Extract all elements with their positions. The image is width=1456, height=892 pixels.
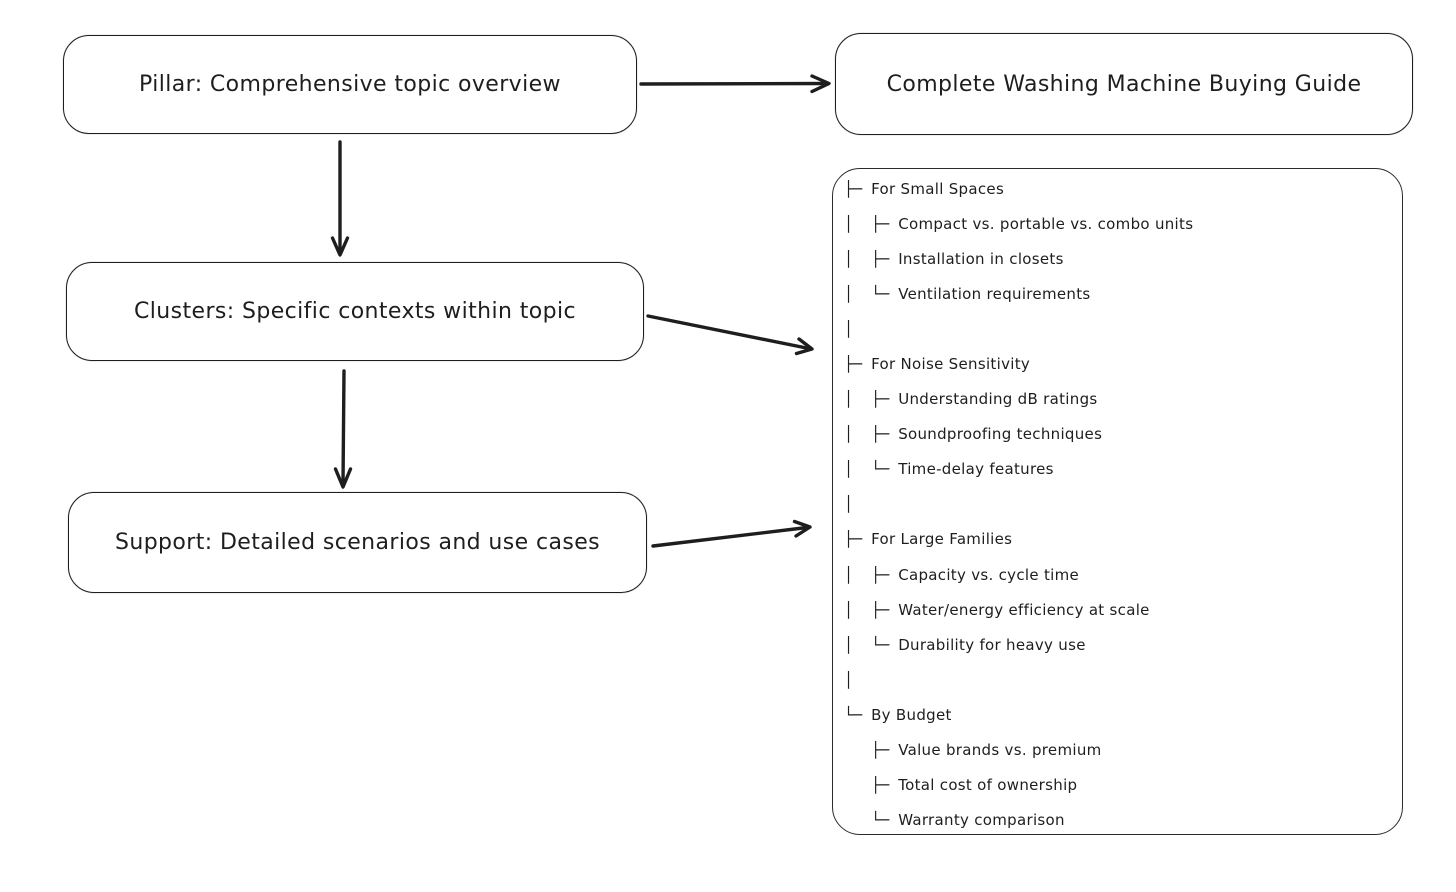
node-support-label: Support: Detailed scenarios and use case…	[114, 530, 601, 555]
tree-branch-glyph: │	[844, 319, 854, 338]
tree-branch-glyph: ├─	[844, 776, 899, 795]
node-buying-guide: Complete Washing Machine Buying Guide	[835, 33, 1413, 135]
arrow-support-to-tree-icon	[651, 519, 812, 548]
tree-item: └─ Warranty comparison	[844, 811, 1065, 830]
node-support: Support: Detailed scenarios and use case…	[68, 492, 647, 593]
tree-item: │ ├─ Water/energy efficiency at scale	[844, 600, 1150, 619]
tree-item: ├─ For Noise Sensitivity	[844, 355, 1031, 374]
tree-item: └─ By Budget	[844, 705, 952, 724]
tree-outline-box: ├─ For Small Spaces │ ├─ Compact vs. por…	[832, 168, 1403, 835]
tree-item: │ ├─ Understanding dB ratings	[844, 390, 1098, 409]
tree-branch-glyph: │ └─	[844, 460, 899, 479]
tree-branch-glyph: ├─	[844, 741, 899, 760]
node-pillar-label: Pillar: Comprehensive topic overview	[139, 72, 561, 97]
tree-item: │ └─ Time-delay features	[844, 460, 1054, 479]
tree-branch-glyph: ├─	[844, 530, 872, 549]
arrow-pillar-to-clusters-icon	[330, 140, 350, 257]
tree-branch-glyph: │ └─	[844, 635, 899, 654]
node-buying-guide-label: Complete Washing Machine Buying Guide	[886, 71, 1362, 97]
tree-branch-glyph: │ ├─	[844, 565, 899, 584]
tree-branch-glyph: │ ├─	[844, 425, 899, 444]
node-clusters-label: Clusters: Specific contexts within topic	[134, 299, 576, 324]
arrow-clusters-to-support-icon	[333, 369, 353, 489]
tree-branch-glyph: └─	[844, 811, 899, 830]
tree-item: ├─ Value brands vs. premium	[844, 741, 1102, 760]
tree-item: │ ├─ Compact vs. portable vs. combo unit…	[844, 214, 1194, 233]
arrow-pillar-to-guide-icon	[639, 74, 831, 94]
arrow-clusters-to-tree-icon	[646, 314, 814, 356]
tree-item: │ ├─ Installation in closets	[844, 249, 1064, 268]
tree-branch-glyph: │	[844, 495, 854, 514]
tree-item: ├─ For Small Spaces	[844, 179, 1005, 198]
tree-branch-glyph: │ ├─	[844, 390, 899, 409]
tree-branch-glyph: │ └─	[844, 284, 899, 303]
tree-item: ├─ For Large Families	[844, 530, 1013, 549]
node-clusters: Clusters: Specific contexts within topic	[66, 262, 644, 361]
tree-branch-glyph: │ ├─	[844, 600, 899, 619]
tree-item: │ ├─ Soundproofing techniques	[844, 425, 1103, 444]
node-pillar: Pillar: Comprehensive topic overview	[63, 35, 637, 134]
tree-branch-glyph: ├─	[844, 179, 872, 198]
tree-item: │ └─ Ventilation requirements	[844, 284, 1091, 303]
tree-item: │ ├─ Capacity vs. cycle time	[844, 565, 1080, 584]
tree-branch-glyph: └─	[844, 705, 872, 724]
tree-spacer: │	[844, 311, 1402, 346]
tree-spacer: │	[844, 487, 1402, 522]
tree-spacer: │	[844, 662, 1402, 697]
tree-branch-glyph: │	[844, 670, 854, 689]
tree-branch-glyph: │ ├─	[844, 249, 899, 268]
tree-branch-glyph: │ ├─	[844, 214, 899, 233]
tree-item: │ └─ Durability for heavy use	[844, 635, 1086, 654]
tree-item: ├─ Total cost of ownership	[844, 776, 1078, 795]
tree-branch-glyph: ├─	[844, 355, 872, 374]
